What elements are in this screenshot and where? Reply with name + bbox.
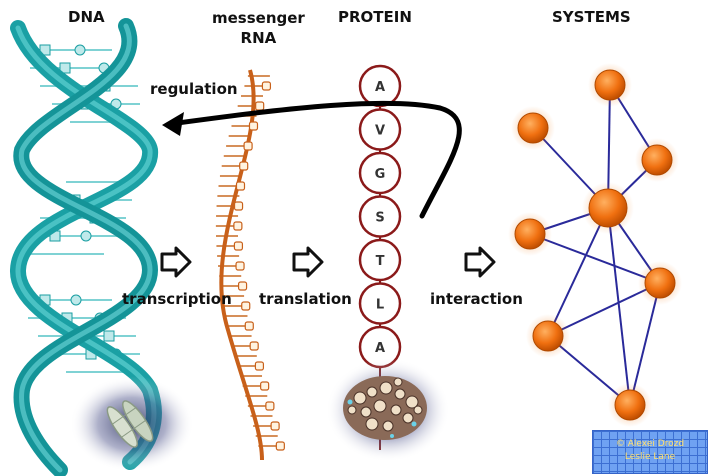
network-node [514,218,546,250]
network-node [644,267,676,299]
regulation-arrowhead [162,112,184,136]
regulation-arrow [167,100,462,219]
folded-protein-icon [343,376,427,440]
flow-arrow-translation [292,246,324,278]
mrna-base [233,201,244,211]
protein-residue-label: S [375,211,384,226]
network-node [614,389,646,421]
protein-residue-circle [358,195,402,238]
network-node [588,188,628,228]
protein-header: PROTEIN [338,8,412,26]
protein-residue-label: T [376,254,385,269]
mrna-base [235,181,246,191]
credit-line1: © Alexei Drozd [615,439,685,449]
chromosome-icon [106,400,154,448]
protein-residue-circle [358,64,402,108]
flow-arrow-interaction [464,246,496,278]
transcription-label: transcription [122,290,232,308]
mrna-strand [215,69,285,461]
mrna-base [254,361,265,371]
mrna-base [235,261,245,271]
mrna-base [241,301,251,311]
protein-residue-circle [358,238,402,282]
protein-residue-label: G [375,167,386,182]
protein-residue-circle [358,151,402,195]
mrna-base [244,321,254,331]
protein-chain: A V G S T L A [326,64,450,462]
mrna-base [255,101,265,111]
regulation-label: regulation [150,80,238,98]
flow-arrow-transcription [160,246,192,278]
interaction-label: interaction [430,290,523,308]
systems-network [508,63,682,427]
protein-residue-circle [358,282,402,325]
systems-header: SYSTEMS [552,8,631,26]
mrna-base [249,341,259,351]
mrna-header-line1: messenger [212,9,305,27]
mrna-header-line2: RNA [240,29,277,47]
mrna-base [261,81,272,91]
mrna-base [265,401,275,411]
mrna-base [233,241,244,251]
protein-residue-label: L [376,298,384,313]
protein-residue-label: A [375,80,385,95]
mrna-base [243,141,253,151]
network-node [594,69,626,101]
mrna-base [233,221,243,231]
protein-residue-label: A [375,341,385,356]
credit-badge: © Alexei Drozd Leslie Lane [592,430,708,474]
credit-line2: Leslie Lane [624,452,676,462]
mrna-header: messenger RNA [212,8,305,48]
translation-label: translation [259,290,352,308]
mrna-base [239,161,249,171]
protein-residue-circle [358,108,402,151]
protein-residue-label: V [375,124,385,139]
mrna-base [270,421,280,431]
dna-header: DNA [68,8,105,26]
mrna-base [237,281,248,291]
mrna-base [275,441,285,451]
mrna-base [248,121,259,131]
mrna-base [260,381,270,391]
network-node [517,112,549,144]
network-node [532,320,564,352]
network-node [641,144,673,176]
